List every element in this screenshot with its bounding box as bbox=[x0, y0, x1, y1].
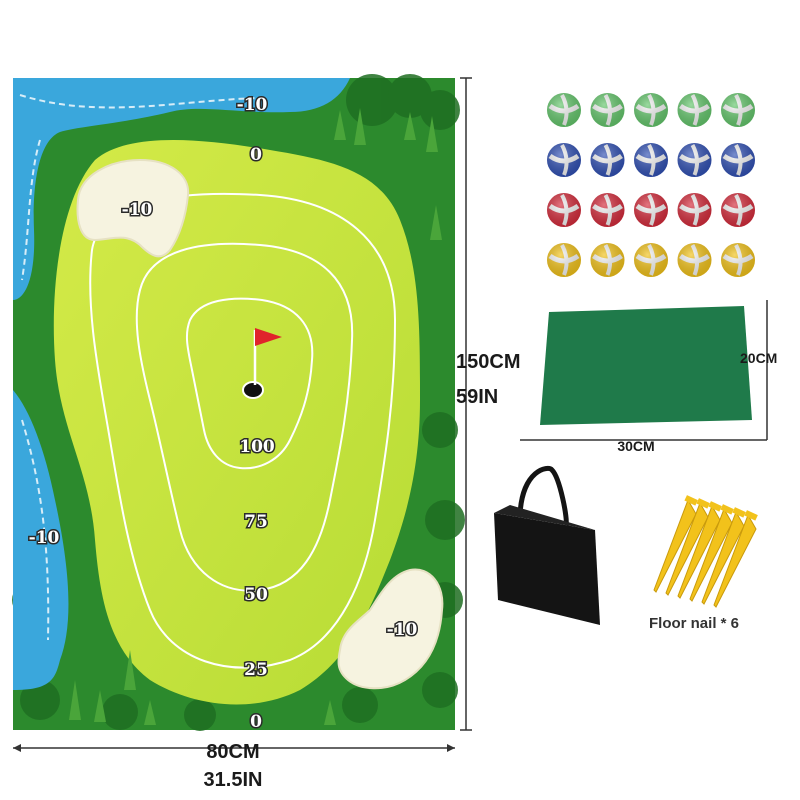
green-ball bbox=[721, 93, 755, 127]
yellow-ball bbox=[547, 243, 581, 277]
putting-green bbox=[53, 140, 421, 705]
floor-nail bbox=[665, 498, 710, 596]
blue-ball bbox=[634, 143, 668, 177]
mat-width-cm: 80CM bbox=[206, 741, 259, 763]
floor-nail-label: Floor nail * 6 bbox=[649, 615, 739, 632]
hole bbox=[242, 381, 264, 399]
green-ball bbox=[677, 93, 712, 127]
hitting-pad: 20CM 30CM bbox=[520, 300, 777, 454]
mat-height-dimension: 150CM 59IN bbox=[456, 77, 520, 731]
red-ball bbox=[721, 193, 755, 227]
red-ball bbox=[590, 193, 625, 227]
floor-nails bbox=[653, 495, 758, 608]
water-left bbox=[13, 390, 69, 690]
score-bunker-right: -10 bbox=[387, 620, 418, 640]
floor-nail bbox=[677, 501, 722, 599]
mat-height-in: 59IN bbox=[456, 386, 498, 408]
blue-ball bbox=[590, 143, 625, 177]
score-water-left: -10 bbox=[29, 528, 60, 548]
golf-mat: -10 0 -10 -10 -10 100 75 50 25 0 bbox=[12, 74, 465, 734]
mat-trees bbox=[69, 108, 442, 725]
red-ball bbox=[634, 193, 668, 227]
flag-hole bbox=[242, 328, 282, 399]
yellow-ball bbox=[677, 243, 712, 277]
score-top-zero: 0 bbox=[250, 145, 262, 165]
tote-bag-handle bbox=[517, 465, 569, 526]
mat-width-in: 31.5IN bbox=[204, 769, 263, 791]
bunker-left bbox=[76, 158, 190, 258]
mat-height-cm: 150CM bbox=[456, 351, 520, 373]
floor-nail bbox=[653, 495, 698, 593]
pad-width-label: 30CM bbox=[617, 438, 654, 454]
score-75: 75 bbox=[244, 512, 268, 532]
floor-nail bbox=[701, 507, 746, 605]
floor-nail bbox=[713, 510, 758, 608]
pad-height-label: 20CM bbox=[740, 350, 777, 366]
water-top-left bbox=[13, 78, 350, 300]
score-50: 50 bbox=[244, 585, 268, 605]
red-ball bbox=[677, 193, 712, 227]
green-ball bbox=[547, 93, 581, 127]
red-flag bbox=[255, 328, 282, 346]
floor-nail bbox=[689, 504, 734, 602]
score-bunker-left: -10 bbox=[122, 200, 153, 220]
blue-ball bbox=[547, 143, 581, 177]
yellow-ball bbox=[721, 243, 755, 277]
yellow-ball bbox=[634, 243, 668, 277]
score-bottom-zero: 0 bbox=[250, 712, 262, 732]
bunker-right bbox=[337, 568, 444, 690]
blue-ball bbox=[721, 143, 755, 177]
tote-bag bbox=[494, 465, 600, 625]
hitting-pad-mat bbox=[540, 306, 752, 425]
green-ball bbox=[590, 93, 625, 127]
green-ball bbox=[634, 93, 668, 127]
score-top: -10 bbox=[237, 95, 268, 115]
yellow-ball bbox=[590, 243, 625, 277]
blue-ball bbox=[677, 143, 712, 177]
score-100: 100 bbox=[239, 437, 275, 457]
sticky-balls-grid bbox=[547, 93, 755, 277]
tote-bag-body bbox=[494, 513, 600, 625]
mat-width-dimension: 80CM 31.5IN bbox=[13, 741, 455, 791]
red-ball bbox=[547, 193, 581, 227]
score-25: 25 bbox=[244, 660, 268, 680]
